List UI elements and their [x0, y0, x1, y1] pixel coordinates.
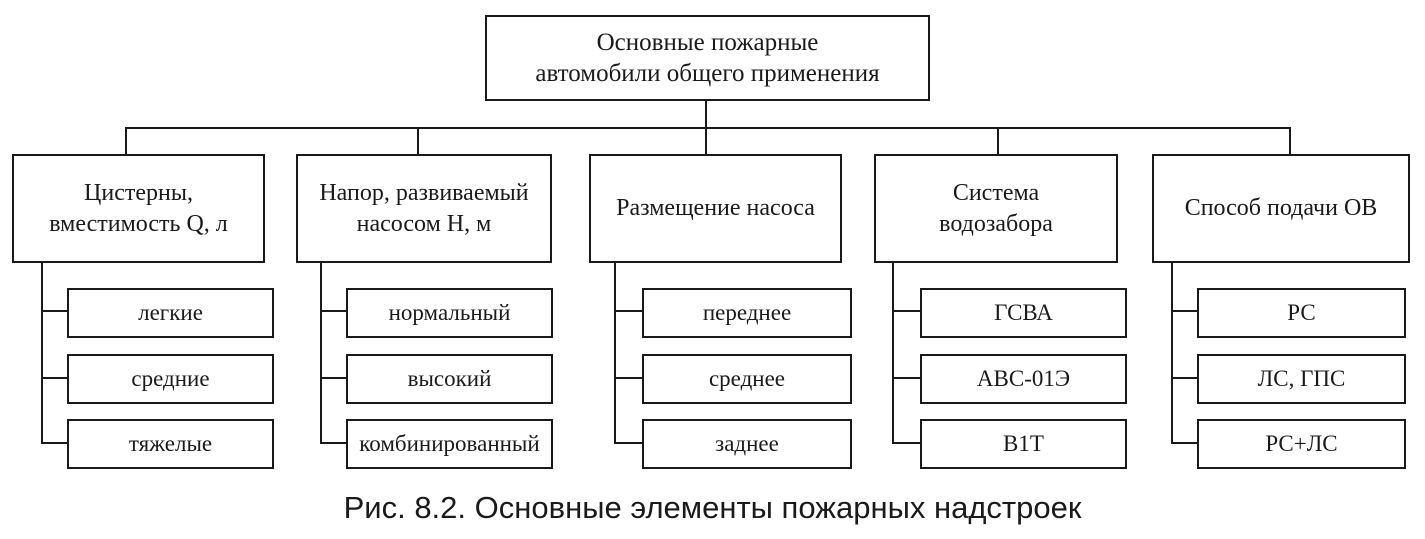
leaf-label: комбинированный [359, 431, 540, 456]
branch-4-1 [892, 310, 920, 312]
category-label-line-1: Способ подачи ОВ [1184, 195, 1378, 221]
leaf-box: АВС-01Э [920, 354, 1127, 404]
category-label-line-1: Размещение насоса [616, 195, 815, 221]
branch-4-2 [892, 377, 920, 379]
category-box-water-intake: Система водозабора [874, 154, 1118, 263]
leaf-box: среднее [642, 354, 852, 404]
branch-3-1 [614, 310, 642, 312]
drop-line-2 [417, 127, 419, 155]
leaf-box: заднее [642, 419, 852, 469]
drop-line-4 [997, 127, 999, 155]
leaf-box: В1Т [920, 419, 1127, 469]
leaf-box: РС [1197, 288, 1406, 338]
figure-caption: Рис. 8.2. Основные элементы пожарных над… [343, 490, 1082, 525]
branch-3-3 [614, 442, 642, 444]
leaf-box: высокий [346, 354, 553, 404]
leaf-label: заднее [715, 431, 779, 456]
category-label-line-2: насосом Н, м [356, 210, 492, 237]
leaf-box: переднее [642, 288, 852, 338]
category-box-pressure: Напор, развиваемый насосом Н, м [296, 154, 552, 263]
leaf-box: комбинированный [346, 419, 553, 469]
leaf-label: высокий [407, 366, 492, 391]
category-label-line-2: водозабора [939, 210, 1053, 237]
branch-5-1 [1171, 310, 1199, 312]
root-line-2: автомобили общего применения [535, 60, 880, 87]
branch-2-2 [320, 377, 348, 379]
root-line-1: Основные пожарные [596, 29, 819, 56]
spine-3 [614, 261, 616, 444]
root-box: Основные пожарные автомобили общего прим… [485, 15, 930, 101]
spine-1 [41, 261, 43, 444]
leaf-label: В1Т [1003, 431, 1044, 456]
leaf-box: тяжелые [67, 419, 274, 469]
drop-line-5 [1289, 127, 1291, 155]
leaf-box: ЛС, ГПС [1197, 354, 1406, 404]
leaf-label: легкие [138, 300, 203, 325]
leaf-label: средние [131, 366, 210, 391]
leaf-box: РС+ЛС [1197, 419, 1406, 469]
spine-2 [320, 261, 322, 444]
leaf-label: АВС-01Э [976, 366, 1071, 391]
horizontal-bus [125, 127, 1291, 129]
category-label-line-1: Напор, развиваемый [319, 179, 529, 206]
category-label-line-2: вместимость Q, л [49, 210, 228, 237]
branch-1-3 [41, 442, 69, 444]
leaf-label: среднее [708, 366, 786, 391]
category-label-line-1: Цистерны, [84, 179, 193, 206]
leaf-box: средние [67, 354, 274, 404]
leaf-label: нормальный [388, 300, 511, 325]
category-label-line-1: Система [952, 179, 1040, 206]
category-box-tanks: Цистерны, вместимость Q, л [12, 154, 265, 263]
branch-5-3 [1171, 442, 1199, 444]
branch-2-3 [320, 442, 348, 444]
branch-3-2 [614, 377, 642, 379]
drop-line-1 [125, 127, 127, 155]
leaf-label: ГСВА [994, 300, 1053, 325]
leaf-label: переднее [702, 300, 792, 325]
spine-4 [892, 261, 894, 444]
branch-2-1 [320, 310, 348, 312]
leaf-label: РС+ЛС [1265, 431, 1338, 456]
spine-5 [1171, 261, 1173, 444]
drop-line-3 [705, 127, 707, 155]
branch-5-2 [1171, 377, 1199, 379]
category-box-supply-method: Способ подачи ОВ [1152, 154, 1410, 263]
leaf-box: ГСВА [920, 288, 1127, 338]
leaf-box: нормальный [346, 288, 553, 338]
branch-1-1 [41, 310, 69, 312]
root-stem [705, 99, 707, 128]
leaf-box: легкие [67, 288, 274, 338]
leaf-label: ЛС, ГПС [1257, 366, 1346, 391]
leaf-label: РС [1287, 300, 1316, 325]
branch-4-3 [892, 442, 920, 444]
category-box-pump-placement: Размещение насоса [589, 154, 842, 263]
branch-1-2 [41, 377, 69, 379]
leaf-label: тяжелые [128, 431, 213, 456]
